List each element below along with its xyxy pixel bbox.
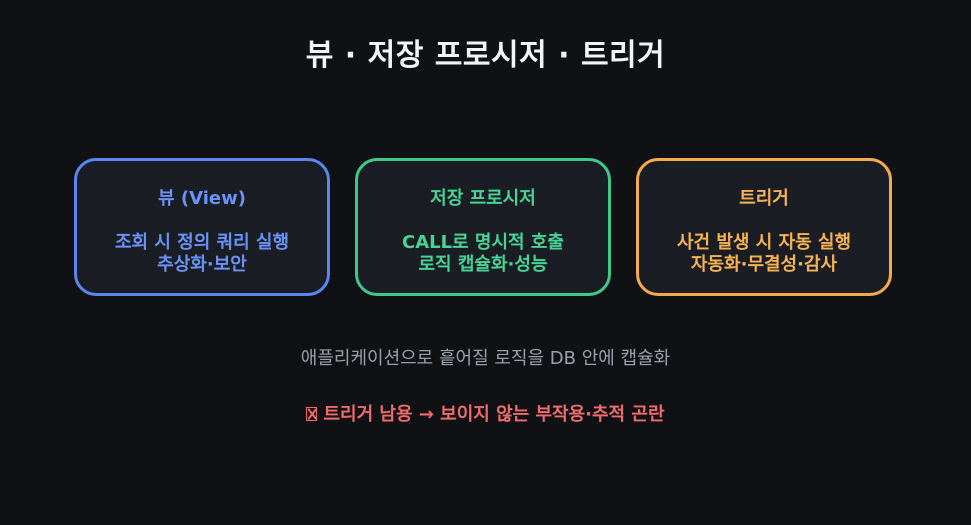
trigger-card-title: 트리거 (739, 188, 789, 209)
view-card-description: 조회 시 정의 쿼리 실행 추상화·보안 (77, 232, 327, 276)
view-card: 뷰 (View) 조회 시 정의 쿼리 실행 추상화·보안 (74, 158, 330, 296)
stored-procedure-card-line2: 로직 캡슐화·성능 (418, 254, 548, 275)
trigger-card-line1: 사건 발생 시 자동 실행 (676, 232, 852, 253)
diagram-title: 뷰 · 저장 프로시저 · 트리거 (305, 38, 666, 73)
view-card-line1: 조회 시 정의 쿼리 실행 (114, 232, 290, 253)
trigger-card-line2: 자동화·무결성·감사 (690, 254, 838, 275)
stored-procedure-card-line1: CALL로 명시적 호출 (402, 232, 564, 253)
trigger-card: 트리거 사건 발생 시 자동 실행 자동화·무결성·감사 (636, 158, 892, 296)
trigger-warning: 트리거 남용 → 보이지 않는 부작용·추적 곤란 (0, 400, 971, 426)
trigger-warning-text: 트리거 남용 → 보이지 않는 부작용·추적 곤란 (323, 404, 665, 425)
warning-box-icon (306, 407, 318, 421)
encapsulation-note: 애플리케이션으로 흩어질 로직을 DB 안에 캡슐화 (300, 348, 671, 369)
stored-procedure-card-description: CALL로 명시적 호출 로직 캡슐화·성능 (358, 232, 608, 276)
trigger-card-description: 사건 발생 시 자동 실행 자동화·무결성·감사 (639, 232, 889, 276)
stored-procedure-card-title: 저장 프로시저 (430, 188, 536, 209)
view-card-title: 뷰 (View) (158, 188, 246, 209)
stored-procedure-card: 저장 프로시저 CALL로 명시적 호출 로직 캡슐화·성능 (355, 158, 611, 296)
view-card-line2: 추상화·보안 (157, 254, 247, 275)
